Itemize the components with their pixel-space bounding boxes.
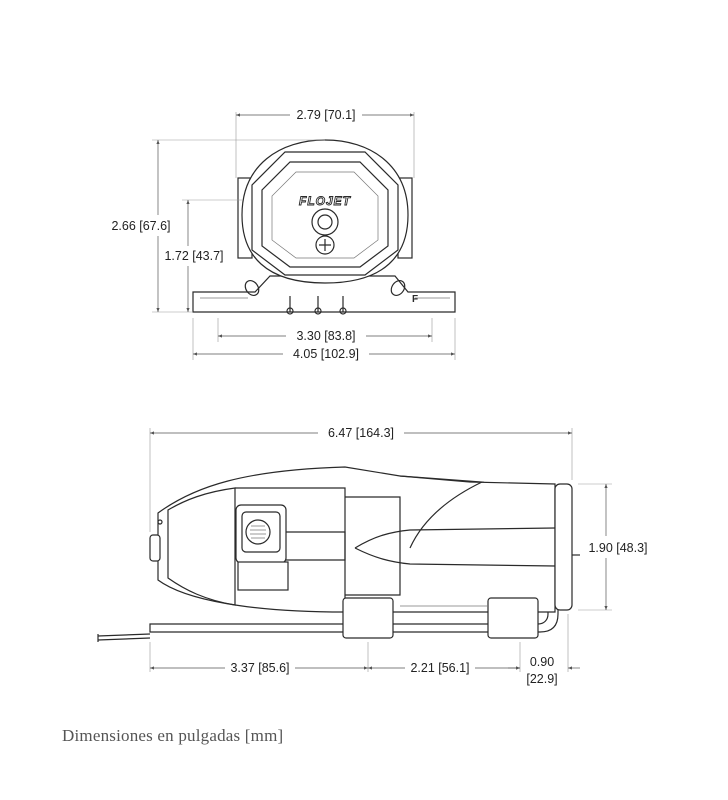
front-brand-logo: FLOJET — [299, 194, 352, 208]
side-port-fitting — [245, 519, 271, 545]
front-width-dim: 2.79 [70.1] — [296, 108, 355, 122]
front-mounting-base — [192, 275, 456, 313]
side-offset-c-mm: [22.9] — [526, 672, 557, 686]
units-caption: Dimensiones en pulgadas [mm] — [62, 726, 284, 745]
side-foot-front — [342, 597, 394, 639]
front-mount-hole-left — [244, 279, 260, 297]
side-offset-c-dim: 0.90 — [530, 655, 554, 669]
front-total-height-dim: 2.66 [67.6] — [111, 219, 170, 233]
front-base-width-dim: 4.05 [102.9] — [293, 347, 359, 361]
front-port — [311, 208, 339, 236]
side-wire-leads — [97, 633, 151, 641]
side-height-dim: 1.90 [48.3] — [588, 541, 647, 555]
front-mount-hole-right — [390, 279, 406, 297]
side-body — [157, 466, 556, 613]
front-port-mark: F — [412, 294, 418, 305]
side-length-dim: 6.47 [164.3] — [328, 426, 394, 440]
side-view: 6.47 [164.3] 1.90 [48.3] 3.37 [85.6] 2.2… — [97, 426, 648, 686]
front-hole-spacing-dim: 3.30 [83.8] — [296, 329, 355, 343]
side-foot-rear — [487, 597, 539, 639]
side-motor-cap — [554, 483, 573, 611]
side-offset-a-dim: 3.37 [85.6] — [230, 661, 289, 675]
side-offset-b-dim: 2.21 [56.1] — [410, 661, 469, 675]
side-fin — [354, 527, 556, 567]
front-view: FLOJET F 2.79 [70.1] 2.66 [67.6] 1.72 [4… — [111, 108, 456, 361]
front-port-height-dim: 1.72 [43.7] — [164, 249, 223, 263]
